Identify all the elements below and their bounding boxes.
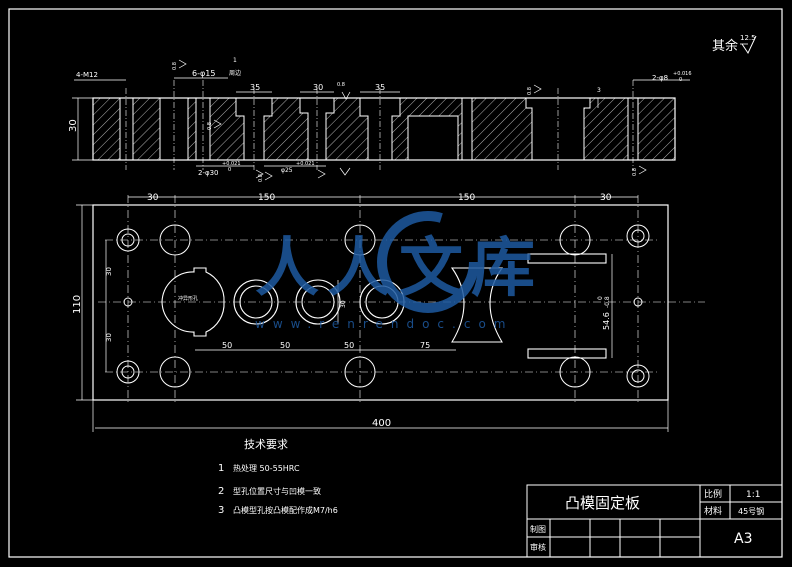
label-pins-right-tol: +0.016	[673, 71, 692, 77]
label-depth-3: 3	[597, 87, 601, 94]
requirement-2-text: 型孔位置尺寸与凹模一致	[233, 486, 321, 496]
dim-75: 75	[420, 341, 430, 350]
ra-mark-f: 0.8	[632, 168, 638, 176]
requirement-3-num: 3	[218, 505, 224, 516]
scale-label: 比例	[704, 488, 722, 500]
dim-vertical-left-a: 30	[105, 267, 113, 276]
watermark-ring	[377, 211, 479, 313]
roughness-symbol	[741, 35, 757, 55]
label-holes-15: 6-φ15	[192, 69, 215, 78]
ra-mark-b: 0.8	[207, 122, 213, 130]
ra-mark-e: 0.8	[527, 87, 533, 95]
drawn-label: 制图	[530, 524, 546, 534]
requirement-3-text: 凸模型孔按凸模配作成M7/h6	[233, 505, 338, 515]
dim-110: 110	[72, 295, 83, 314]
dim-30-mid: 30	[313, 83, 323, 92]
requirements-heading: 技术要求	[244, 438, 288, 451]
section-dimension-lines	[72, 77, 690, 167]
label-holes-30: 2-φ30	[198, 169, 219, 177]
ra-mark-c: 0.8	[258, 174, 264, 182]
dim-150-left: 150	[258, 193, 275, 203]
requirement-1-num: 1	[218, 463, 224, 474]
requirement-2-num: 2	[218, 486, 224, 497]
dim-54-6-tol-high: 0	[597, 296, 604, 300]
dim-35-right: 35	[375, 83, 385, 92]
watermark-brand: 人人文库	[255, 232, 543, 306]
sheet-size: A3	[734, 531, 752, 547]
ra-symbols	[178, 59, 647, 181]
label-bore-25: φ25	[281, 167, 293, 174]
watermark-url: www.renrendoc.com	[255, 317, 513, 331]
dim-50-b: 50	[280, 341, 290, 350]
requirement-1-text: 热处理 50-55HRC	[233, 463, 300, 473]
label-pins-right: 2-φ8	[652, 74, 668, 82]
ra-mark-d: 0.8	[337, 82, 345, 88]
roughness-value: 12.5	[740, 34, 756, 42]
dim-54-6: 54.6	[602, 312, 611, 330]
section-view: 4-M12 6-φ15 周边 1 30 35 30 35 2-φ30 +0.02…	[68, 57, 692, 182]
part-name: 凸模固定板	[565, 494, 640, 512]
dim-35-left: 35	[250, 83, 260, 92]
label-holes-30-tol: +0.021	[222, 161, 241, 167]
ra-mark-a: 0.8	[172, 62, 178, 70]
label-holes-m12: 4-M12	[76, 71, 98, 79]
label-inner-punch: 冲异形孔	[178, 295, 198, 302]
watermark: 人人文库 www.renrendoc.com	[255, 211, 543, 331]
dim-height-30: 30	[68, 119, 79, 132]
dim-vertical-left-b: 30	[105, 333, 113, 342]
checked-label: 审核	[530, 542, 546, 552]
dim-150-right: 150	[458, 193, 475, 203]
section-hole-edges	[119, 98, 639, 161]
title-block: 凸模固定板 比例 1:1 材料 45号钢 制图 审核 A3	[526, 484, 783, 558]
material-label: 材料	[704, 505, 722, 517]
label-holes-30-tol-low: 0	[228, 167, 231, 173]
section-outline	[92, 97, 676, 161]
sheet-border	[8, 8, 783, 558]
dim-54-6-tol: -0.8	[604, 296, 611, 308]
dim-50-c: 50	[344, 341, 354, 350]
plan-dimension-lines	[76, 196, 669, 432]
roughness-note: 其余 12.5	[712, 34, 757, 55]
technical-requirements: 技术要求 1 热处理 50-55HRC 2 型孔位置尺寸与凹模一致 3 凸模型孔…	[218, 438, 338, 516]
section-hole-voids	[120, 98, 638, 160]
dim-small-30: 30	[340, 300, 347, 308]
dim-50-a: 50	[222, 341, 232, 350]
section-centerlines	[125, 80, 634, 170]
label-bore-25-tol: +0.021	[296, 161, 315, 167]
plan-outline	[92, 204, 669, 401]
plan-view: 30 150 150 30 110 400 50 50 50 75 54.6 -…	[72, 193, 705, 432]
dim-30-left: 30	[147, 193, 159, 203]
label-weld: 周边	[229, 69, 241, 77]
label-weld-value: 1	[233, 57, 237, 64]
scale-value: 1:1	[746, 490, 760, 500]
roughness-label: 其余	[712, 38, 738, 54]
dim-400: 400	[372, 418, 391, 429]
material-value: 45号钢	[738, 506, 764, 516]
label-pins-right-tol-low: 0	[679, 77, 682, 83]
plan-corner-holes	[116, 224, 650, 388]
dim-30-right: 30	[600, 193, 612, 203]
